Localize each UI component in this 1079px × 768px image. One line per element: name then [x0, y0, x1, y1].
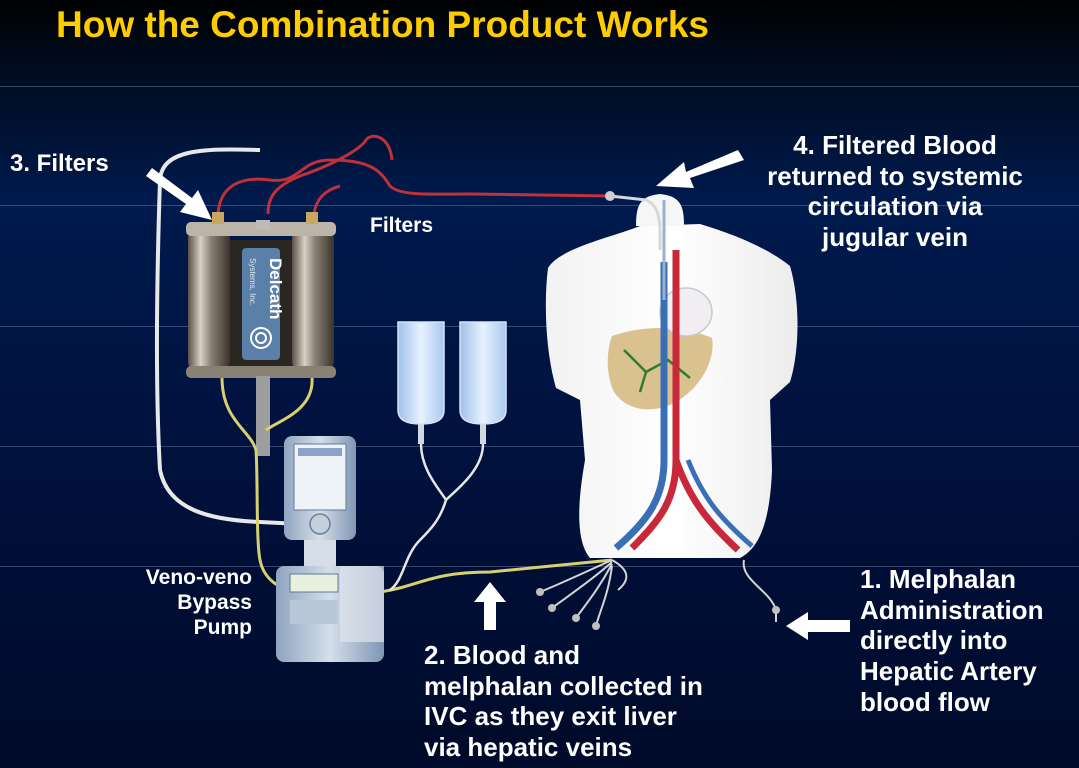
- yellow-tubing: [220, 377, 613, 594]
- collection-line: 2. Blood and: [424, 640, 580, 670]
- administration-line: directly into: [860, 625, 1008, 656]
- divider-line: [0, 86, 1079, 87]
- administration-line: Hepatic Artery: [860, 656, 1037, 687]
- pump-label-line: Bypass: [177, 590, 252, 614]
- red-tubing: [216, 134, 611, 215]
- administration-line: Administration: [860, 594, 1044, 625]
- filtered-blood-line: returned to systemic: [767, 160, 1023, 191]
- collection-line: IVC as they exit liver: [424, 701, 677, 732]
- pump-label: Veno-veno Bypass Pump: [100, 566, 252, 640]
- slide-title: How the Combination Product Works: [56, 4, 709, 45]
- filtered-blood-label: 4. Filtered Blood returned to systemic c…: [740, 130, 1050, 253]
- arrow-icon: [474, 582, 506, 630]
- iv-line: [389, 443, 485, 592]
- filtered-blood-line: circulation via: [807, 191, 983, 222]
- white-tubing: [155, 147, 261, 471]
- filtered-blood-line: jugular vein: [822, 222, 968, 253]
- collection-line: melphalan collected in: [424, 670, 703, 701]
- administration-label: 1. Melphalan Administration directly int…: [860, 564, 1079, 717]
- pump-machine: [276, 436, 384, 662]
- filter-canister: [186, 212, 336, 456]
- fitting-connectors: [536, 588, 780, 630]
- white-tubing: [158, 469, 301, 526]
- return-line: [609, 194, 662, 250]
- divider-line: [0, 205, 1079, 206]
- filtered-blood-line: 4. Filtered Blood: [793, 130, 997, 160]
- iv-bag: [397, 321, 445, 444]
- iv-bag: [459, 321, 507, 444]
- administration-line: 1. Melphalan: [860, 564, 1017, 594]
- connector: [605, 191, 615, 201]
- divider-line: [0, 326, 1079, 327]
- device-brand: Delcath: [266, 258, 285, 319]
- collection-line: via hepatic veins: [424, 732, 633, 763]
- pump-label-line: Pump: [193, 615, 252, 639]
- collection-label: 2. Blood and melphalan collected in IVC …: [424, 640, 784, 763]
- arrow-icon: [786, 612, 850, 640]
- pump-label-line: Veno-veno: [145, 566, 252, 589]
- filters-device-label: Filters: [370, 214, 434, 237]
- arrow-icon: [146, 168, 212, 220]
- filters-step-label: 3. Filters: [10, 150, 109, 177]
- administration-line: blood flow: [860, 686, 990, 717]
- torso-figure: [545, 194, 798, 558]
- arrow-icon: [656, 150, 744, 188]
- device-brand-sub: Systems, Inc.: [248, 258, 257, 306]
- divider-line: [0, 446, 1079, 447]
